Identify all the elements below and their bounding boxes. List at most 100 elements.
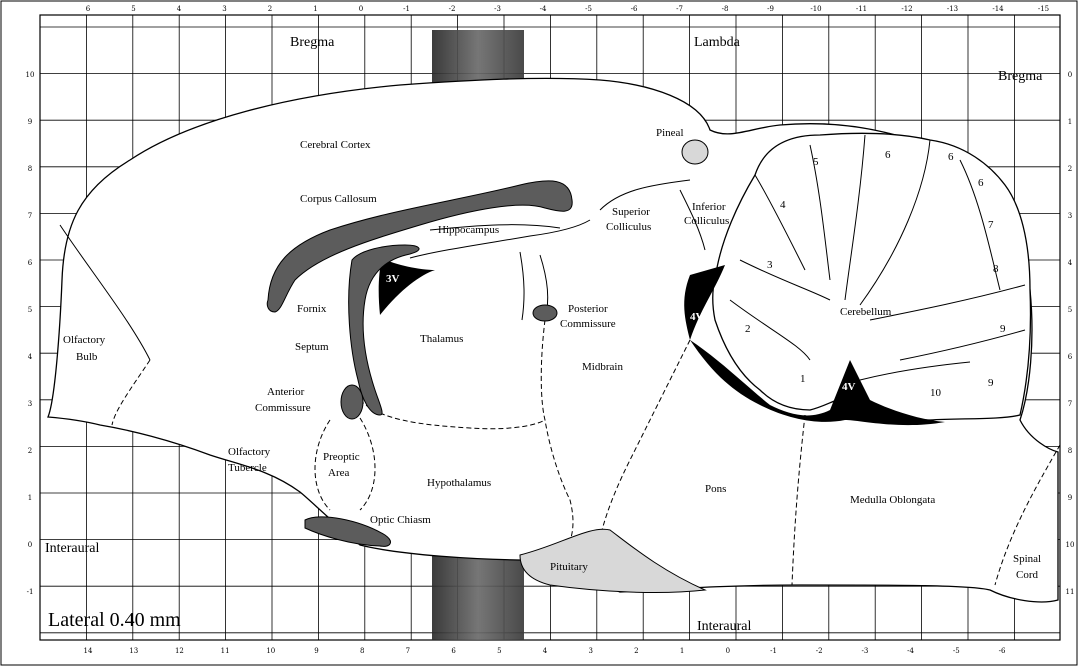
label-pineal: Pineal bbox=[656, 127, 684, 139]
left-tick-label: -1 bbox=[27, 588, 34, 596]
bottom-tick-label: 3 bbox=[588, 647, 592, 655]
lobule-number: 3 bbox=[767, 259, 773, 271]
top-tick-label: -1 bbox=[403, 5, 410, 13]
bottom-tick-label: -2 bbox=[816, 647, 823, 655]
top-tick-label: -15 bbox=[1038, 5, 1049, 13]
lobule-number: 7 bbox=[988, 219, 994, 231]
top-tick-label: -12 bbox=[901, 5, 912, 13]
bottom-tick-label: 6 bbox=[451, 647, 456, 655]
bottom-tick-label: -3 bbox=[861, 647, 868, 655]
right-tick-label: 10 bbox=[1066, 541, 1075, 549]
label-lambda: Lambda bbox=[694, 35, 741, 50]
right-tick-label: 3 bbox=[1068, 212, 1072, 220]
right-tick-label: 4 bbox=[1068, 259, 1073, 267]
right-tick-label: 1 bbox=[1068, 118, 1072, 126]
label-cerebellum: Cerebellum bbox=[840, 306, 892, 318]
lobule-number: 1 bbox=[800, 373, 806, 385]
bottom-tick-label: 13 bbox=[129, 647, 138, 655]
top-tick-label: -4 bbox=[540, 5, 547, 13]
label-anterior-commissure-1: Anterior bbox=[267, 386, 305, 398]
lobule-number: 2 bbox=[745, 323, 751, 335]
lobule-number: 8 bbox=[993, 263, 999, 275]
label-pons: Pons bbox=[705, 483, 726, 495]
label-olfactory-tubercle-1: Olfactory bbox=[228, 446, 271, 458]
label-anterior-commissure-2: Commissure bbox=[255, 402, 311, 414]
label-spinal-cord-2: Cord bbox=[1016, 569, 1039, 581]
bottom-tick-label: -5 bbox=[953, 647, 960, 655]
top-tick-label: 3 bbox=[222, 5, 226, 13]
lobule-number: 6 bbox=[948, 151, 954, 163]
top-tick-label: -8 bbox=[722, 5, 729, 13]
label-preoptic-2: Area bbox=[328, 467, 349, 479]
bottom-tick-label: 11 bbox=[221, 647, 230, 655]
top-tick-label: -10 bbox=[810, 5, 821, 13]
left-tick-label: 0 bbox=[28, 541, 32, 549]
bottom-tick-label: 4 bbox=[543, 647, 548, 655]
top-tick-label: -5 bbox=[585, 5, 592, 13]
label-corpus-callosum: Corpus Callosum bbox=[300, 193, 377, 205]
lobule-number: 6 bbox=[885, 149, 891, 161]
label-pituitary: Pituitary bbox=[550, 561, 588, 573]
right-tick-label: 7 bbox=[1068, 400, 1072, 408]
label-inferior-colliculus-2: Colliculus bbox=[684, 215, 729, 227]
right-tick-label: 11 bbox=[1066, 588, 1075, 596]
top-tick-label: -11 bbox=[856, 5, 867, 13]
right-tick-label: 8 bbox=[1068, 447, 1072, 455]
top-tick-label: 4 bbox=[177, 5, 182, 13]
bottom-tick-label: -6 bbox=[999, 647, 1006, 655]
label-interaural-left: Interaural bbox=[45, 541, 100, 556]
label-thalamus: Thalamus bbox=[420, 333, 463, 345]
bottom-tick-label: 9 bbox=[314, 647, 318, 655]
left-tick-label: 10 bbox=[26, 71, 35, 79]
right-tick-label: 5 bbox=[1068, 306, 1072, 314]
left-tick-label: 2 bbox=[28, 447, 32, 455]
lobule-number: 9 bbox=[1000, 323, 1006, 335]
label-preoptic-1: Preoptic bbox=[323, 451, 360, 463]
label-4v: 4V bbox=[690, 311, 704, 323]
label-bregma: Bregma bbox=[290, 35, 335, 50]
bottom-tick-label: -4 bbox=[907, 647, 914, 655]
bottom-tick-label: 8 bbox=[360, 647, 364, 655]
label-midbrain: Midbrain bbox=[582, 361, 623, 373]
left-tick-label: 8 bbox=[28, 165, 32, 173]
label-spinal-cord-1: Spinal bbox=[1013, 553, 1041, 565]
top-tick-label: 2 bbox=[268, 5, 272, 13]
label-cerebral-cortex: Cerebral Cortex bbox=[300, 139, 371, 151]
top-tick-label: 5 bbox=[131, 5, 135, 13]
label-olfactory-bulb-1: Olfactory bbox=[63, 334, 106, 346]
label-posterior-commissure-2: Commissure bbox=[560, 318, 616, 330]
left-tick-label: 3 bbox=[28, 400, 32, 408]
lateral-label: Lateral 0.40 mm bbox=[48, 609, 181, 631]
top-tick-label: 0 bbox=[359, 5, 363, 13]
top-tick-label: 1 bbox=[313, 5, 317, 13]
pineal-gland bbox=[682, 140, 708, 164]
top-tick-label: -2 bbox=[449, 5, 456, 13]
left-tick-label: 6 bbox=[28, 259, 33, 267]
label-superior-colliculus-1: Superior bbox=[612, 206, 650, 218]
top-tick-label: -6 bbox=[631, 5, 638, 13]
bottom-tick-label: 7 bbox=[406, 647, 410, 655]
bottom-tick-label: 12 bbox=[175, 647, 184, 655]
right-tick-label: 2 bbox=[1068, 165, 1072, 173]
bottom-tick-label: 2 bbox=[634, 647, 638, 655]
lobule-number: 10 bbox=[930, 387, 942, 399]
lobule-number: 5 bbox=[813, 156, 819, 168]
bottom-tick-label: 10 bbox=[266, 647, 275, 655]
label-hypothalamus: Hypothalamus bbox=[427, 477, 491, 489]
top-tick-label: -14 bbox=[992, 5, 1004, 13]
label-interaural-bottom: Interaural bbox=[697, 619, 752, 634]
left-tick-label: 7 bbox=[28, 212, 32, 220]
top-tick-label: -3 bbox=[494, 5, 501, 13]
left-tick-label: 4 bbox=[28, 353, 33, 361]
bottom-tick-label: 14 bbox=[84, 647, 93, 655]
label-hippocampus: Hippocampus bbox=[438, 224, 499, 236]
label-medulla: Medulla Oblongata bbox=[850, 494, 935, 506]
label-inferior-colliculus-1: Inferior bbox=[692, 201, 726, 213]
label-3v: 3V bbox=[386, 273, 400, 285]
label-4v-lower: 4V bbox=[842, 381, 856, 393]
lobule-number: 9 bbox=[988, 377, 994, 389]
lobule-number: 6 bbox=[978, 177, 984, 189]
right-tick-label: 0 bbox=[1068, 71, 1072, 79]
